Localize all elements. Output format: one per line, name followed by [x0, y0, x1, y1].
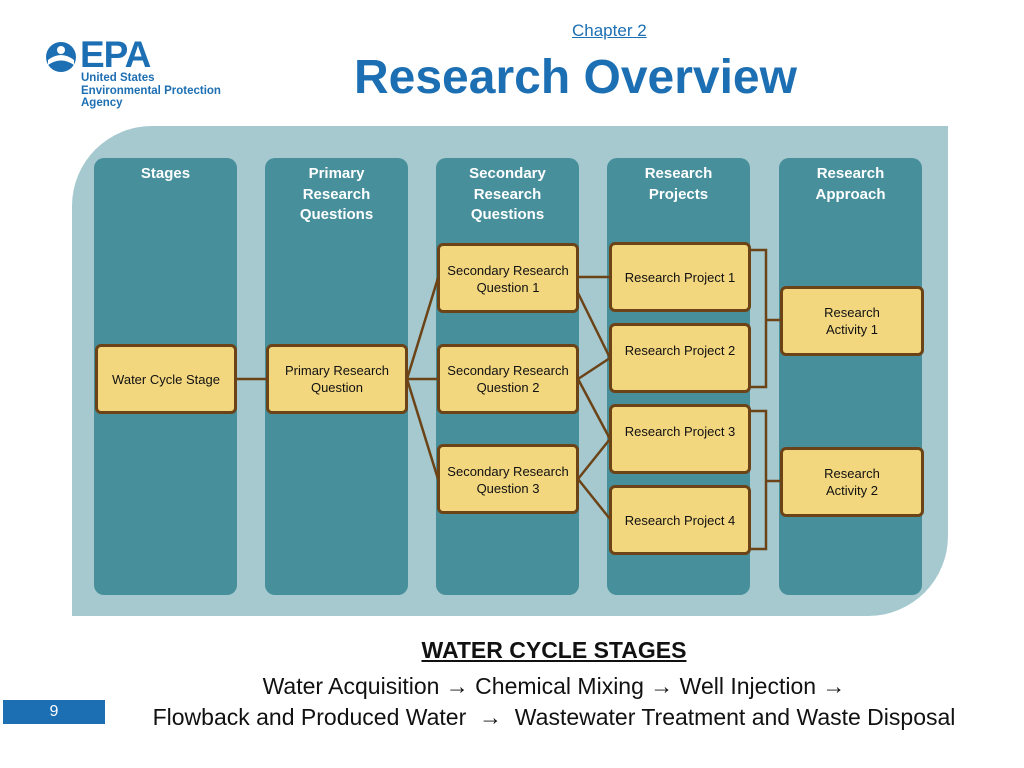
bracket-projects-1-2: [750, 248, 768, 389]
box-research-project-2: Research Project 2: [609, 323, 751, 393]
column-title-primary: Primary Research Questions: [299, 165, 374, 223]
column-title-approach: Research Approach: [815, 165, 886, 203]
box-research-project-4: Research Project 4: [609, 485, 751, 555]
water-cycle-line-2: Flowback and Produced Water → Wastewater…: [152, 704, 956, 730]
epa-wordmark: EPA: [80, 34, 151, 75]
epa-flower-icon: [46, 42, 76, 72]
box-secondary-question-2: Secondary Research Question 2: [437, 344, 579, 414]
connector-secondary-2-to-project-2: [577, 356, 611, 381]
epa-logo: EPA United States Environmental Protecti…: [44, 34, 234, 114]
box-research-project-1: Research Project 1: [609, 242, 751, 312]
bracket-projects-3-4: [750, 409, 768, 551]
connector-secondary-1-to-project-2: [576, 292, 612, 359]
box-research-project-3: Research Project 3: [609, 404, 751, 474]
connector-secondary-3-to-project-4: [577, 478, 611, 520]
column-title-stages: Stages: [140, 165, 191, 182]
page-number: 9: [3, 700, 105, 724]
column-research-approach: [779, 158, 922, 595]
water-cycle-heading: WATER CYCLE STAGES: [421, 637, 687, 663]
box-water-cycle-stage: Water Cycle Stage: [95, 344, 237, 414]
connector-secondary-3-to-project-3: [577, 438, 611, 480]
connector-primary-to-secondary-1: [405, 277, 440, 380]
box-research-activity-1: Research Activity 1: [780, 286, 924, 356]
connector-secondary-2-to-project-3: [576, 378, 612, 440]
box-research-activity-2: Research Activity 2: [780, 447, 924, 517]
agency-name: United States Environmental Protection A…: [81, 72, 221, 109]
connector-primary-to-secondary-3: [405, 378, 440, 480]
water-cycle-line-1: Water Acquisition → Chemical Mixing → We…: [262, 673, 846, 699]
box-secondary-question-1: Secondary Research Question 1: [437, 243, 579, 313]
box-primary-question: Primary Research Question: [266, 344, 408, 414]
chapter-link[interactable]: Chapter 2: [572, 21, 647, 40]
column-title-projects: Research Projects: [644, 165, 713, 203]
page-title: Research Overview: [354, 51, 797, 104]
column-title-secondary: Secondary Research Questions: [469, 165, 546, 223]
box-secondary-question-3: Secondary Research Question 3: [437, 444, 579, 514]
